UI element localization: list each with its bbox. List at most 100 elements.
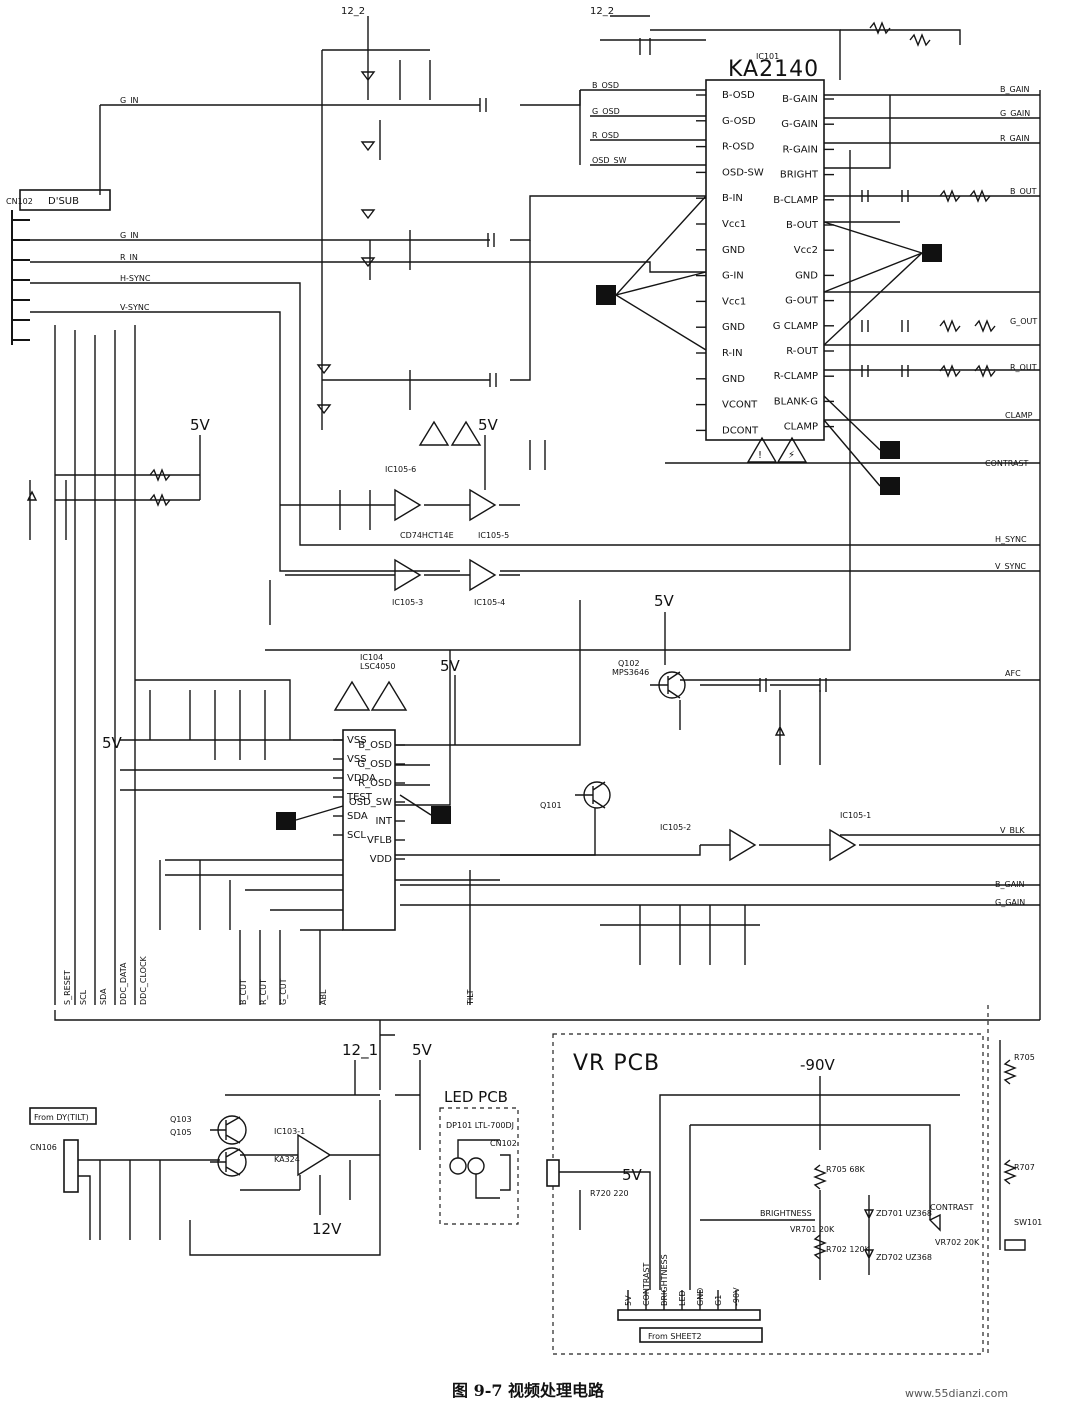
net-scl: SCL	[79, 989, 88, 1005]
clamp-network: 12_2 12_2	[316, 6, 650, 430]
q102-part: MPS3646	[612, 668, 649, 677]
net-b-out: B_OUT	[1010, 187, 1037, 196]
rail-5v-b: 5V	[478, 416, 499, 434]
mcu-right-pin-label: G_OSD	[357, 759, 392, 770]
net-s-reset: S_RESET	[63, 970, 72, 1005]
ka2140-right-pin-label: BLANK-G	[774, 396, 818, 407]
side-part-2: R707	[1014, 1163, 1035, 1172]
net-v-sync: V-SYNC	[120, 303, 150, 312]
ic-ka2140-ref: IC101	[756, 52, 779, 61]
ka2140-right-pin-label: CLAMP	[784, 422, 818, 433]
net-g-cut: G_CUT	[279, 978, 288, 1005]
vr-part-4: ZD702 UZ368	[876, 1253, 932, 1262]
net-b-gain: B_GAIN	[1000, 85, 1030, 94]
side-part-1: R705	[1014, 1053, 1035, 1062]
ka2140-right-pin-label: G-GAIN	[781, 119, 818, 130]
ka2140-right-pin-label: B-OUT	[786, 220, 819, 231]
vr-contrast: CONTRAST	[930, 1203, 974, 1212]
vr-pin-label: -90V	[732, 1287, 741, 1306]
vr-pin-label: GND	[696, 1288, 705, 1306]
side-parts: R705 R707 SW101	[987, 1005, 1042, 1355]
rail-12-2-a: 12_2	[341, 6, 365, 17]
logic-part-a: CD74HCT14E	[400, 531, 454, 540]
q101-ref: Q101	[540, 801, 562, 810]
net-r-cut: R_CUT	[259, 979, 268, 1005]
ic-ka2140-name: KA2140	[728, 57, 819, 82]
ka2140-left-pin-label: Vcc1	[722, 219, 746, 230]
rail-12-1: 12_1	[342, 1041, 378, 1060]
net-osd-sw: OSD_SW	[592, 156, 627, 165]
vr-part-7: R720 220	[590, 1189, 629, 1198]
ka2140-left-pin-label: R-IN	[722, 348, 743, 359]
vr-part-1: VR701 20K	[790, 1225, 835, 1234]
watermark: www.55dianzi.com	[905, 1387, 1008, 1400]
logic-ref-1: IC105-1	[840, 811, 871, 820]
net-r-in: R_IN	[120, 253, 138, 262]
vr-from: From SHEET2	[648, 1332, 702, 1341]
net-ddc-clock: DDC_CLOCK	[139, 955, 148, 1005]
rail-12-2-b: 12_2	[590, 6, 614, 17]
net-g-osd: G_OSD	[592, 107, 620, 116]
ka2140-left-pin-label: Vcc1	[722, 296, 746, 307]
q103-ref: Q103	[170, 1115, 192, 1124]
net-sda: SDA	[99, 988, 108, 1005]
rail-5v-a: 5V	[190, 416, 211, 434]
vr-part-6: R702 120K	[826, 1245, 871, 1254]
ka2140-right-pin-label: G-OUT	[785, 296, 819, 307]
ic-ka2140-left-pins: B-OSDG-OSDR-OSDOSD-SWB-INVcc1GNDG-INVcc1…	[696, 90, 764, 436]
vr-pin-label: CONTRAST	[642, 1262, 651, 1306]
ka2140-left-pin-label: DCONT	[722, 425, 759, 436]
vr-part-3: ZD701 UZ368	[876, 1209, 932, 1218]
amp-ref: IC103-1	[274, 1127, 305, 1136]
vr-rail-5v: 5V	[622, 1166, 643, 1184]
vr-pin-label: LED	[678, 1290, 687, 1306]
output-components	[600, 21, 996, 378]
vr-pcb: VR PCB -90V BRIGHTNESS CONTRAST VR701 20…	[546, 1033, 984, 1355]
led-pcb: LED PCB DP101 LTL-700DJ CN102	[439, 1088, 519, 1225]
vr-pin-label: BRIGHTNESS	[660, 1254, 669, 1306]
logic-ref-4: IC105-4	[474, 598, 505, 607]
ic-mcu-name: LSC4050	[360, 662, 395, 671]
mcu-right-pin-label: VDD	[370, 854, 393, 865]
tilt-section: From DY(TILT) CN106 12_1 5V Q103 Q105 IC…	[29, 1041, 433, 1256]
ka2140-right-pin-label: BRIGHT	[780, 170, 819, 181]
ka2140-left-pin-label: B-IN	[722, 193, 743, 204]
ka2140-right-pin-label: R-OUT	[786, 346, 819, 357]
output-nets: B_GAIN G_GAIN R_GAIN B_OUT G_OUT R_OUT C…	[400, 85, 1041, 1020]
net-g-in-2: G_IN	[120, 231, 139, 240]
ic-mcu-ref: IC104	[360, 653, 383, 662]
vr-rail: -90V	[800, 1056, 835, 1074]
led-pcb-part: DP101 LTL-700DJ	[446, 1121, 514, 1130]
pin-markers	[276, 195, 942, 830]
svg-text:⚡: ⚡	[788, 450, 795, 461]
rail-5v-d: 5V	[102, 734, 123, 752]
bottom-nets: S_RESET SCL SDA DDC_DATA DDC_CLOCK B_CUT…	[54, 870, 1040, 1090]
ic-mcu: IC104 LSC4050 5V B_OSDG_OSDR_OSDOSD_SWIN…	[102, 150, 851, 931]
net-v-blk: V_BLK	[1000, 826, 1025, 835]
net-r-gain: R_GAIN	[1000, 134, 1030, 143]
svg-text:!: !	[758, 450, 762, 461]
ka2140-right-pin-label: GND	[795, 270, 818, 281]
ka2140-right-pin-label: R-GAIN	[782, 144, 818, 155]
mcu-right-pin-label: B_OSD	[358, 740, 392, 751]
q105-ref: Q105	[170, 1128, 192, 1137]
amp-name: KA324	[274, 1155, 300, 1164]
led-pcb-connector: CN102	[490, 1139, 517, 1148]
ka2140-right-pin-label: R-CLAMP	[774, 371, 818, 382]
tilt-from: From DY(TILT)	[34, 1113, 89, 1122]
ka2140-right-pin-label: Vcc2	[794, 245, 818, 256]
rail-5v-e: 5V	[654, 592, 675, 610]
vr-part-5: R705 68K	[826, 1165, 866, 1174]
tilt-connector: CN106	[30, 1143, 57, 1152]
logic-ref-3: IC105-3	[392, 598, 423, 607]
mcu-left-pin-label: SDA	[347, 811, 368, 822]
ka2140-right-pin-label: B-CLAMP	[773, 195, 818, 206]
side-part-3: SW101	[1014, 1218, 1042, 1227]
net-g-gain-2: G_GAIN	[995, 898, 1025, 907]
net-r-osd: R_OSD	[592, 131, 619, 140]
q102-ref: Q102	[618, 659, 640, 668]
vblk-stage: IC105-2 IC105-1	[500, 811, 1040, 965]
mcu-right-pin-label: R_OSD	[358, 778, 392, 789]
sync-section: 5V 5V CD74HCT14E IC105-5 IC105-6 IC105-3…	[26, 416, 546, 625]
mcu-left-pin-label: TEST	[346, 792, 373, 803]
